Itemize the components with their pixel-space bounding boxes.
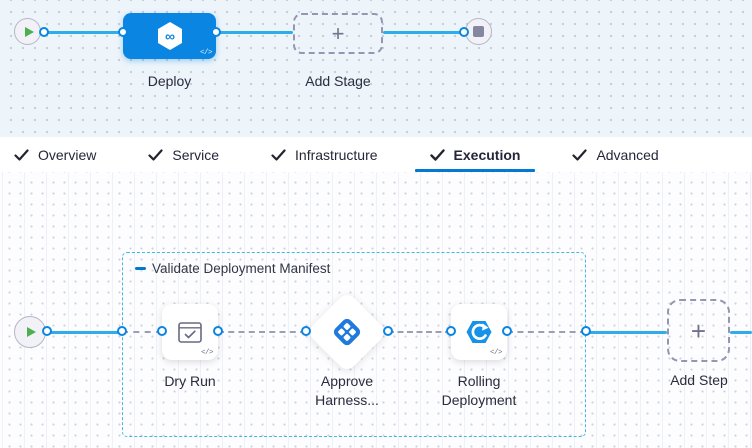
tab-label: Overview <box>38 146 97 163</box>
stop-icon <box>473 26 484 37</box>
dry-run-icon <box>178 321 202 343</box>
harness-stage-icon: ∞ <box>157 22 182 50</box>
tab-label: Service <box>172 146 220 163</box>
step-label-line: Deployment <box>441 392 517 408</box>
step-connector <box>388 331 451 333</box>
exec-flow-line <box>586 330 667 334</box>
check-icon <box>271 148 286 161</box>
pipeline-start-node[interactable] <box>14 18 41 45</box>
add-step-node[interactable]: + <box>667 299 730 362</box>
connector-ring <box>211 27 221 37</box>
connector-ring <box>157 326 167 336</box>
step-group-title: Validate Deployment Manifest <box>152 261 331 276</box>
connector-ring <box>117 326 127 336</box>
step-node-dry-run[interactable]: </> <box>162 304 218 360</box>
connector-ring <box>502 326 512 336</box>
rolling-deployment-icon <box>466 321 492 343</box>
step-label-line: Approve <box>320 373 374 389</box>
stage-flow-line <box>216 30 293 34</box>
step-label-line: Harness... <box>315 392 379 408</box>
check-icon <box>572 148 588 161</box>
stage-flow-line <box>383 30 469 34</box>
tab-execution[interactable]: Execution <box>414 137 536 172</box>
connector-ring <box>383 326 393 336</box>
stage-config-tab-bar: Overview Service Infrastructure Executio… <box>0 137 752 172</box>
tab-advanced[interactable]: Advanced <box>570 137 660 172</box>
stage-flow-line <box>44 30 123 34</box>
tab-infrastructure[interactable]: Infrastructure <box>269 137 379 172</box>
play-icon <box>24 26 34 37</box>
execution-start-node[interactable] <box>14 316 46 348</box>
plus-icon: + <box>690 315 707 346</box>
check-icon <box>14 148 29 161</box>
step-label-add-step: Add Step <box>670 372 728 388</box>
svg-text:∞: ∞ <box>165 28 175 44</box>
collapse-dash-icon[interactable] <box>135 267 146 270</box>
step-label-line: Rolling <box>457 373 501 389</box>
tab-label: Advanced <box>596 146 659 163</box>
tab-label: Infrastructure <box>295 146 378 163</box>
connector-ring <box>39 27 49 37</box>
approval-icon <box>333 318 361 346</box>
check-icon <box>429 148 445 161</box>
add-stage-node[interactable]: + <box>293 13 383 54</box>
connector-ring <box>301 326 311 336</box>
code-icon: </> <box>199 49 213 57</box>
play-icon <box>27 327 36 337</box>
stage-label-add-stage: Add Stage <box>305 73 371 89</box>
step-label-approve: Approve Harness... <box>303 372 391 410</box>
step-group-header: Validate Deployment Manifest <box>135 261 330 276</box>
connector-ring <box>581 326 591 336</box>
connector-ring <box>459 27 469 37</box>
step-connector <box>122 331 162 333</box>
tab-overview[interactable]: Overview <box>12 137 98 172</box>
connector-ring <box>118 27 128 37</box>
code-icon: </> <box>200 349 214 357</box>
step-connector <box>218 331 306 333</box>
connector-ring <box>42 326 52 336</box>
exec-flow-line <box>730 330 752 334</box>
tab-service[interactable]: Service <box>146 137 221 172</box>
stage-node-deploy[interactable]: ∞ </> <box>123 13 216 59</box>
tab-label: Execution <box>453 146 521 163</box>
connector-ring <box>213 326 223 336</box>
execution-graph-canvas[interactable]: Validate Deployment Manifest </> Dry R <box>0 172 752 448</box>
step-group-container <box>122 252 586 437</box>
check-icon <box>148 148 163 161</box>
step-node-rolling-deployment[interactable]: </> <box>451 304 507 360</box>
step-label-rolling-deployment: Rolling Deployment <box>425 372 533 410</box>
stage-graph-canvas[interactable]: ∞ </> Deploy + Add Stage <box>0 0 752 137</box>
pipeline-end-node[interactable] <box>465 18 492 45</box>
stage-label-deploy: Deploy <box>147 73 192 89</box>
plus-icon: + <box>331 20 345 46</box>
exec-flow-line <box>47 330 122 334</box>
step-label-dry-run: Dry Run <box>164 373 216 389</box>
connector-ring <box>446 326 456 336</box>
step-connector <box>507 331 586 333</box>
code-icon: </> <box>489 349 503 357</box>
